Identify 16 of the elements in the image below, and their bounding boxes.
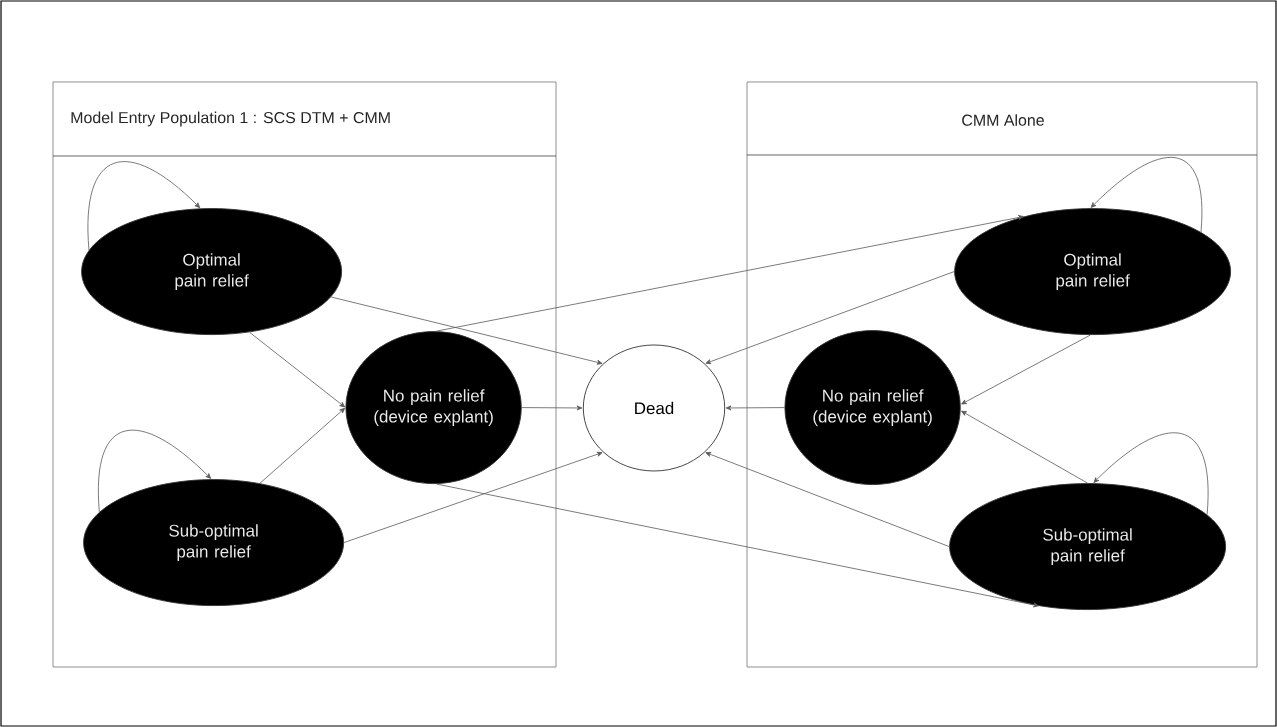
arrow <box>87 161 201 251</box>
arrow <box>343 451 603 543</box>
arrow <box>521 405 583 411</box>
arrow <box>435 215 1024 332</box>
arrow <box>961 410 1088 484</box>
arrow <box>705 271 955 364</box>
arrow <box>961 334 1091 405</box>
arrow <box>249 331 346 408</box>
arrow <box>259 407 346 484</box>
arrow <box>435 483 1039 608</box>
arrow <box>725 405 785 411</box>
arrow <box>97 429 212 513</box>
arrow <box>1090 157 1203 233</box>
arrow <box>1093 432 1209 515</box>
arrow <box>705 452 950 547</box>
arrow <box>330 296 603 365</box>
